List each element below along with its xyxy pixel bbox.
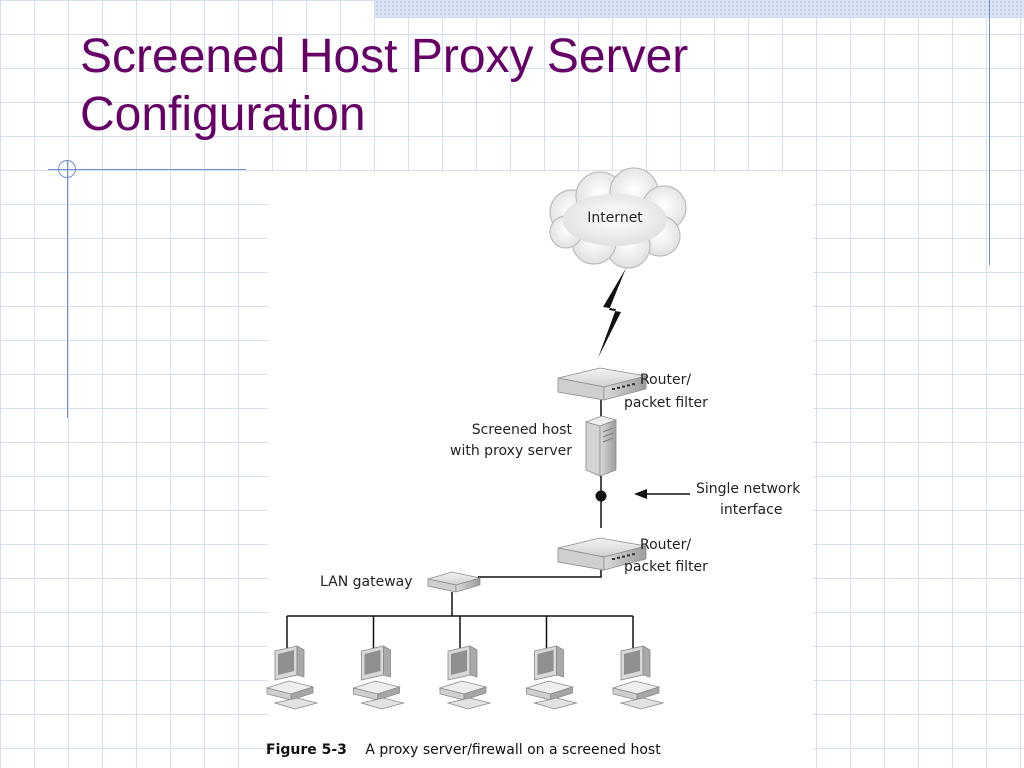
figure-caption-text: A proxy server/firewall on a screened ho… bbox=[365, 742, 661, 758]
lightning-icon bbox=[598, 268, 626, 358]
router-top-label-line1: Router/ bbox=[640, 372, 691, 388]
workstation-icon bbox=[525, 616, 579, 710]
slide-title: Screened Host Proxy Server Configuration bbox=[80, 28, 900, 144]
workstation-icon bbox=[611, 616, 665, 710]
internet-cloud-icon bbox=[549, 167, 687, 269]
lan-gateway-label: LAN gateway bbox=[320, 574, 413, 590]
router-top-label-line2: packet filter bbox=[624, 395, 708, 411]
figure-number: Figure 5-3 bbox=[266, 742, 347, 758]
router-bottom-label-line2: packet filter bbox=[624, 559, 708, 575]
interface-arrow-icon bbox=[634, 489, 690, 499]
workstations bbox=[265, 616, 665, 710]
host-label-line1: Screened host bbox=[472, 422, 573, 438]
router-bottom-label-line1: Router/ bbox=[640, 537, 691, 553]
workstation-icon bbox=[438, 616, 492, 710]
network-interface-dot bbox=[595, 490, 607, 502]
workstation-icon bbox=[352, 616, 406, 710]
host-label-line2: with proxy server bbox=[450, 443, 572, 459]
right-decor-line bbox=[989, 0, 990, 265]
slide-title-line2: Configuration bbox=[80, 88, 366, 141]
server-icon bbox=[584, 415, 618, 477]
router-bottom-icon bbox=[557, 537, 647, 571]
title-underline bbox=[48, 169, 246, 170]
top-decor-band bbox=[375, 0, 1024, 18]
link-router-gateway bbox=[478, 570, 602, 578]
router-top-icon bbox=[557, 367, 647, 401]
interface-label-line2: interface bbox=[720, 502, 782, 518]
slide-title-line1: Screened Host Proxy Server bbox=[80, 30, 689, 83]
internet-label: Internet bbox=[587, 210, 643, 226]
lan-gateway-icon bbox=[427, 571, 481, 593]
interface-label-line1: Single network bbox=[696, 481, 801, 497]
figure-caption: Figure 5-3 A proxy server/firewall on a … bbox=[266, 741, 661, 758]
workstation-icon bbox=[265, 616, 319, 710]
crosshair-icon bbox=[58, 160, 76, 178]
left-decor-line bbox=[67, 160, 68, 418]
